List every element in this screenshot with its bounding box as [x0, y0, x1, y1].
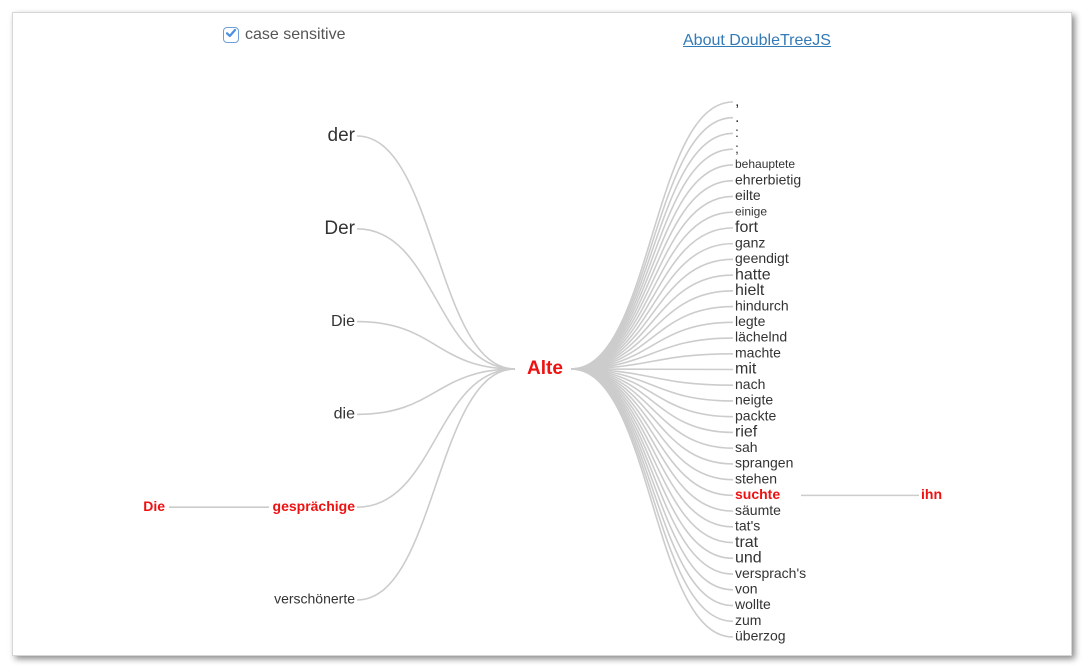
right-edge — [570, 132, 734, 370]
right-word[interactable]: von — [735, 580, 758, 596]
case-sensitive-label: case sensitive — [245, 26, 346, 43]
right-word[interactable]: lächelnd — [735, 329, 787, 345]
left-word[interactable]: gesprächige — [273, 498, 356, 514]
left-word[interactable]: Der — [324, 218, 355, 239]
case-sensitive-control[interactable]: case sensitive — [223, 26, 346, 44]
right-edge — [570, 368, 734, 560]
right-word[interactable]: sah — [735, 439, 758, 455]
doubletree-panel: case sensitive About DoubleTreeJS ,.:;be… — [12, 12, 1072, 656]
right-word[interactable]: zum — [735, 612, 761, 628]
left-edge — [356, 368, 516, 508]
left-child-word[interactable]: Die — [143, 498, 165, 514]
right-edge — [570, 227, 734, 370]
right-word[interactable]: , — [735, 93, 739, 110]
right-word[interactable]: fort — [735, 219, 759, 236]
right-word[interactable]: : — [735, 124, 739, 140]
right-edge — [570, 148, 734, 370]
right-word[interactable]: hindurch — [735, 297, 789, 313]
right-word[interactable]: machte — [735, 344, 781, 360]
right-word[interactable]: hielt — [735, 282, 765, 299]
root-word[interactable]: Alte — [527, 358, 563, 379]
right-edge — [570, 211, 734, 370]
right-word[interactable]: legte — [735, 313, 766, 329]
right-word[interactable]: tat's — [735, 518, 760, 534]
right-edge — [570, 368, 734, 607]
left-edge — [356, 135, 516, 370]
right-word[interactable]: rief — [735, 424, 758, 441]
left-word[interactable]: Die — [331, 313, 355, 330]
right-word[interactable]: versprach's — [735, 565, 806, 581]
right-word[interactable]: neigte — [735, 392, 773, 408]
left-edge — [356, 368, 516, 416]
right-word[interactable]: ; — [735, 140, 739, 156]
right-word[interactable]: mit — [735, 361, 757, 378]
case-sensitive-checkbox[interactable] — [223, 27, 239, 43]
right-word[interactable]: . — [735, 109, 739, 126]
right-edge — [570, 116, 734, 370]
right-word[interactable]: nach — [735, 376, 765, 392]
about-doubletree-link[interactable]: About DoubleTreeJS — [683, 32, 831, 49]
right-word[interactable]: ehrerbietig — [735, 171, 801, 187]
right-word[interactable]: hatte — [735, 266, 771, 283]
right-word[interactable]: packte — [735, 407, 776, 423]
double-tree-graph: ,.:;behaupteteehrerbietigeilteeinigefort… — [143, 93, 942, 644]
right-word[interactable]: säumte — [735, 502, 781, 518]
left-word[interactable]: verschönerte — [274, 591, 355, 607]
right-word[interactable]: behauptete — [735, 157, 795, 171]
right-edge — [570, 368, 734, 623]
right-edge — [570, 368, 734, 544]
right-edge — [570, 195, 734, 370]
right-word[interactable]: einige — [735, 204, 767, 218]
right-edge — [570, 368, 734, 512]
right-edge — [570, 368, 734, 591]
right-edge — [570, 368, 734, 449]
right-edge — [570, 290, 734, 370]
right-word[interactable]: geendigt — [735, 250, 789, 266]
right-child-word[interactable]: ihn — [921, 486, 942, 502]
checkmark-icon — [225, 26, 237, 44]
left-word[interactable]: der — [328, 125, 356, 146]
left-edge — [356, 368, 516, 601]
left-word[interactable]: die — [334, 406, 355, 423]
right-word[interactable]: sprangen — [735, 455, 793, 471]
right-edge — [570, 179, 734, 370]
right-word[interactable]: wollte — [734, 596, 771, 612]
right-word[interactable]: stehen — [735, 470, 777, 486]
right-edge — [570, 368, 734, 638]
right-word[interactable]: und — [735, 550, 762, 567]
right-word[interactable]: trat — [735, 534, 759, 551]
right-word[interactable]: ganz — [735, 234, 765, 250]
right-word[interactable]: überzog — [735, 628, 786, 644]
left-edge — [356, 320, 516, 370]
right-word[interactable]: suchte — [735, 486, 780, 502]
right-word[interactable]: eilte — [735, 187, 761, 203]
left-edge — [356, 228, 516, 370]
